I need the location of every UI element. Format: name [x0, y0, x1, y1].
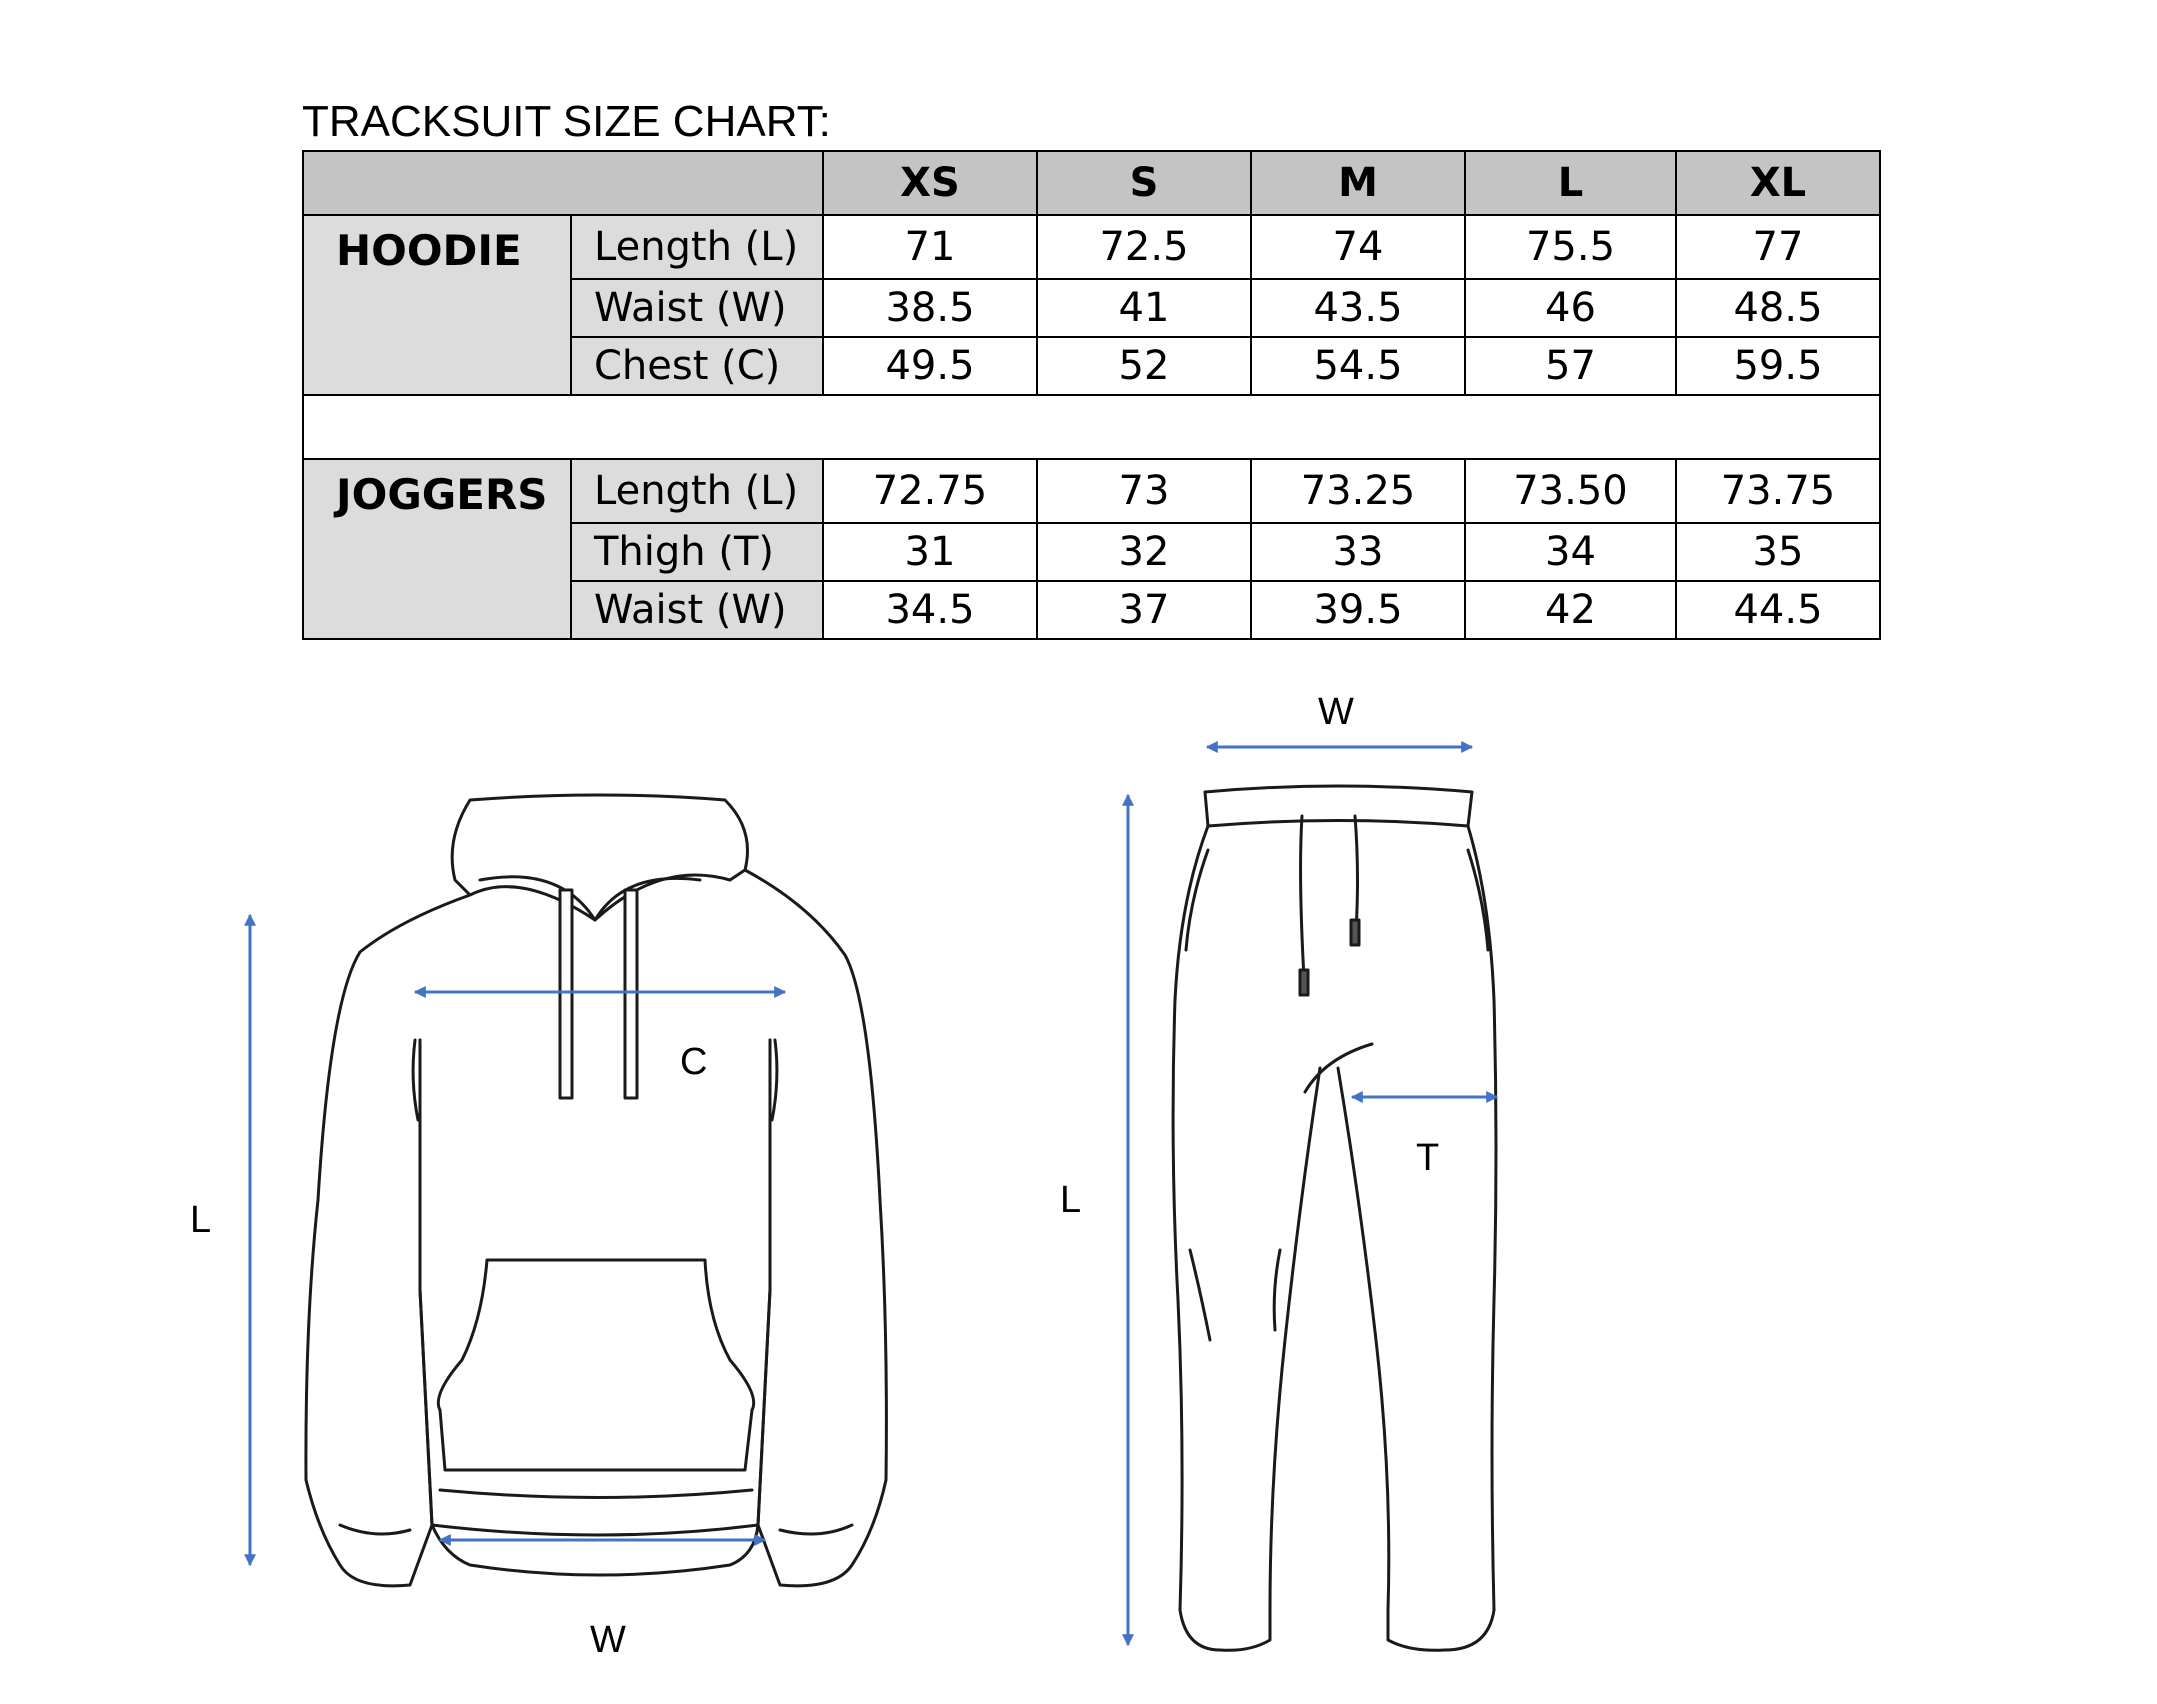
joggers-thigh-label: T	[1416, 1137, 1439, 1179]
hoodie-length-label: L	[190, 1199, 211, 1241]
measure-label: Thigh (T)	[570, 522, 824, 582]
size-header: XL	[1675, 150, 1881, 216]
size-value: 74	[1250, 214, 1466, 280]
size-value: 59.5	[1675, 336, 1881, 396]
size-value: 73.25	[1250, 458, 1466, 524]
measure-label: Waist (W)	[570, 278, 824, 338]
size-value: 73.75	[1675, 458, 1881, 524]
header-corner	[302, 150, 824, 216]
size-value: 72.5	[1036, 214, 1252, 280]
size-value: 32	[1036, 522, 1252, 582]
hoodie-chest-label: C	[680, 1041, 707, 1083]
size-value: 52	[1036, 336, 1252, 396]
size-value: 75.5	[1464, 214, 1677, 280]
size-value: 37	[1036, 580, 1252, 640]
size-header: S	[1036, 150, 1252, 216]
group-label-hoodie: HOODIE	[302, 214, 572, 396]
size-value: 54.5	[1250, 336, 1466, 396]
measure-label: Waist (W)	[570, 580, 824, 640]
size-value: 31	[822, 522, 1038, 582]
table-row: Thigh (T) 31 32 33 34 35	[303, 522, 1881, 582]
size-value: 39.5	[1250, 580, 1466, 640]
size-value: 35	[1675, 522, 1881, 582]
size-value: 77	[1675, 214, 1881, 280]
size-value: 34	[1464, 522, 1677, 582]
size-value: 43.5	[1250, 278, 1466, 338]
size-header: L	[1464, 150, 1677, 216]
size-table: XS S M L XL HOODIE Length (L) 71 72.5 74…	[302, 150, 1881, 640]
size-value: 34.5	[822, 580, 1038, 640]
size-value: 73	[1036, 458, 1252, 524]
size-value: 73.50	[1464, 458, 1677, 524]
chart-title: TRACKSUIT SIZE CHART:	[302, 97, 831, 146]
size-value: 33	[1250, 522, 1466, 582]
joggers-waist-label: W	[1318, 691, 1354, 733]
size-value: 46	[1464, 278, 1677, 338]
size-value: 38.5	[822, 278, 1038, 338]
size-value: 41	[1036, 278, 1252, 338]
measure-label: Length (L)	[570, 458, 824, 524]
size-value: 57	[1464, 336, 1677, 396]
group-label-joggers: JOGGERS	[302, 458, 572, 640]
size-header: XS	[822, 150, 1038, 216]
joggers-illustration	[1171, 784, 1498, 1652]
size-value: 49.5	[822, 336, 1038, 396]
hoodie-waist-label: W	[590, 1619, 626, 1661]
size-value: 48.5	[1675, 278, 1881, 338]
measure-label: Length (L)	[570, 214, 824, 280]
table-row: HOODIE Length (L) 71 72.5 74 75.5 77	[302, 214, 1881, 396]
table-row: Waist (W) 38.5 41 43.5 46 48.5	[303, 278, 1881, 338]
measure-label: Chest (C)	[570, 336, 824, 396]
table-row: JOGGERS Length (L) 72.75 73 73.25 73.50 …	[302, 458, 1881, 640]
spacer-row	[302, 394, 1881, 460]
joggers-length-label: L	[1060, 1179, 1081, 1221]
hoodie-illustration	[304, 793, 888, 1588]
size-header-row: XS S M L XL	[302, 150, 1881, 216]
size-value: 44.5	[1675, 580, 1881, 640]
table-row: Waist (W) 34.5 37 39.5 42 44.5	[303, 580, 1881, 640]
table-row: Chest (C) 49.5 52 54.5 57 59.5	[303, 336, 1881, 396]
size-header: M	[1250, 150, 1466, 216]
size-value: 42	[1464, 580, 1677, 640]
size-value: 71	[822, 214, 1038, 280]
spacer-cell	[302, 394, 1881, 460]
size-value: 72.75	[822, 458, 1038, 524]
